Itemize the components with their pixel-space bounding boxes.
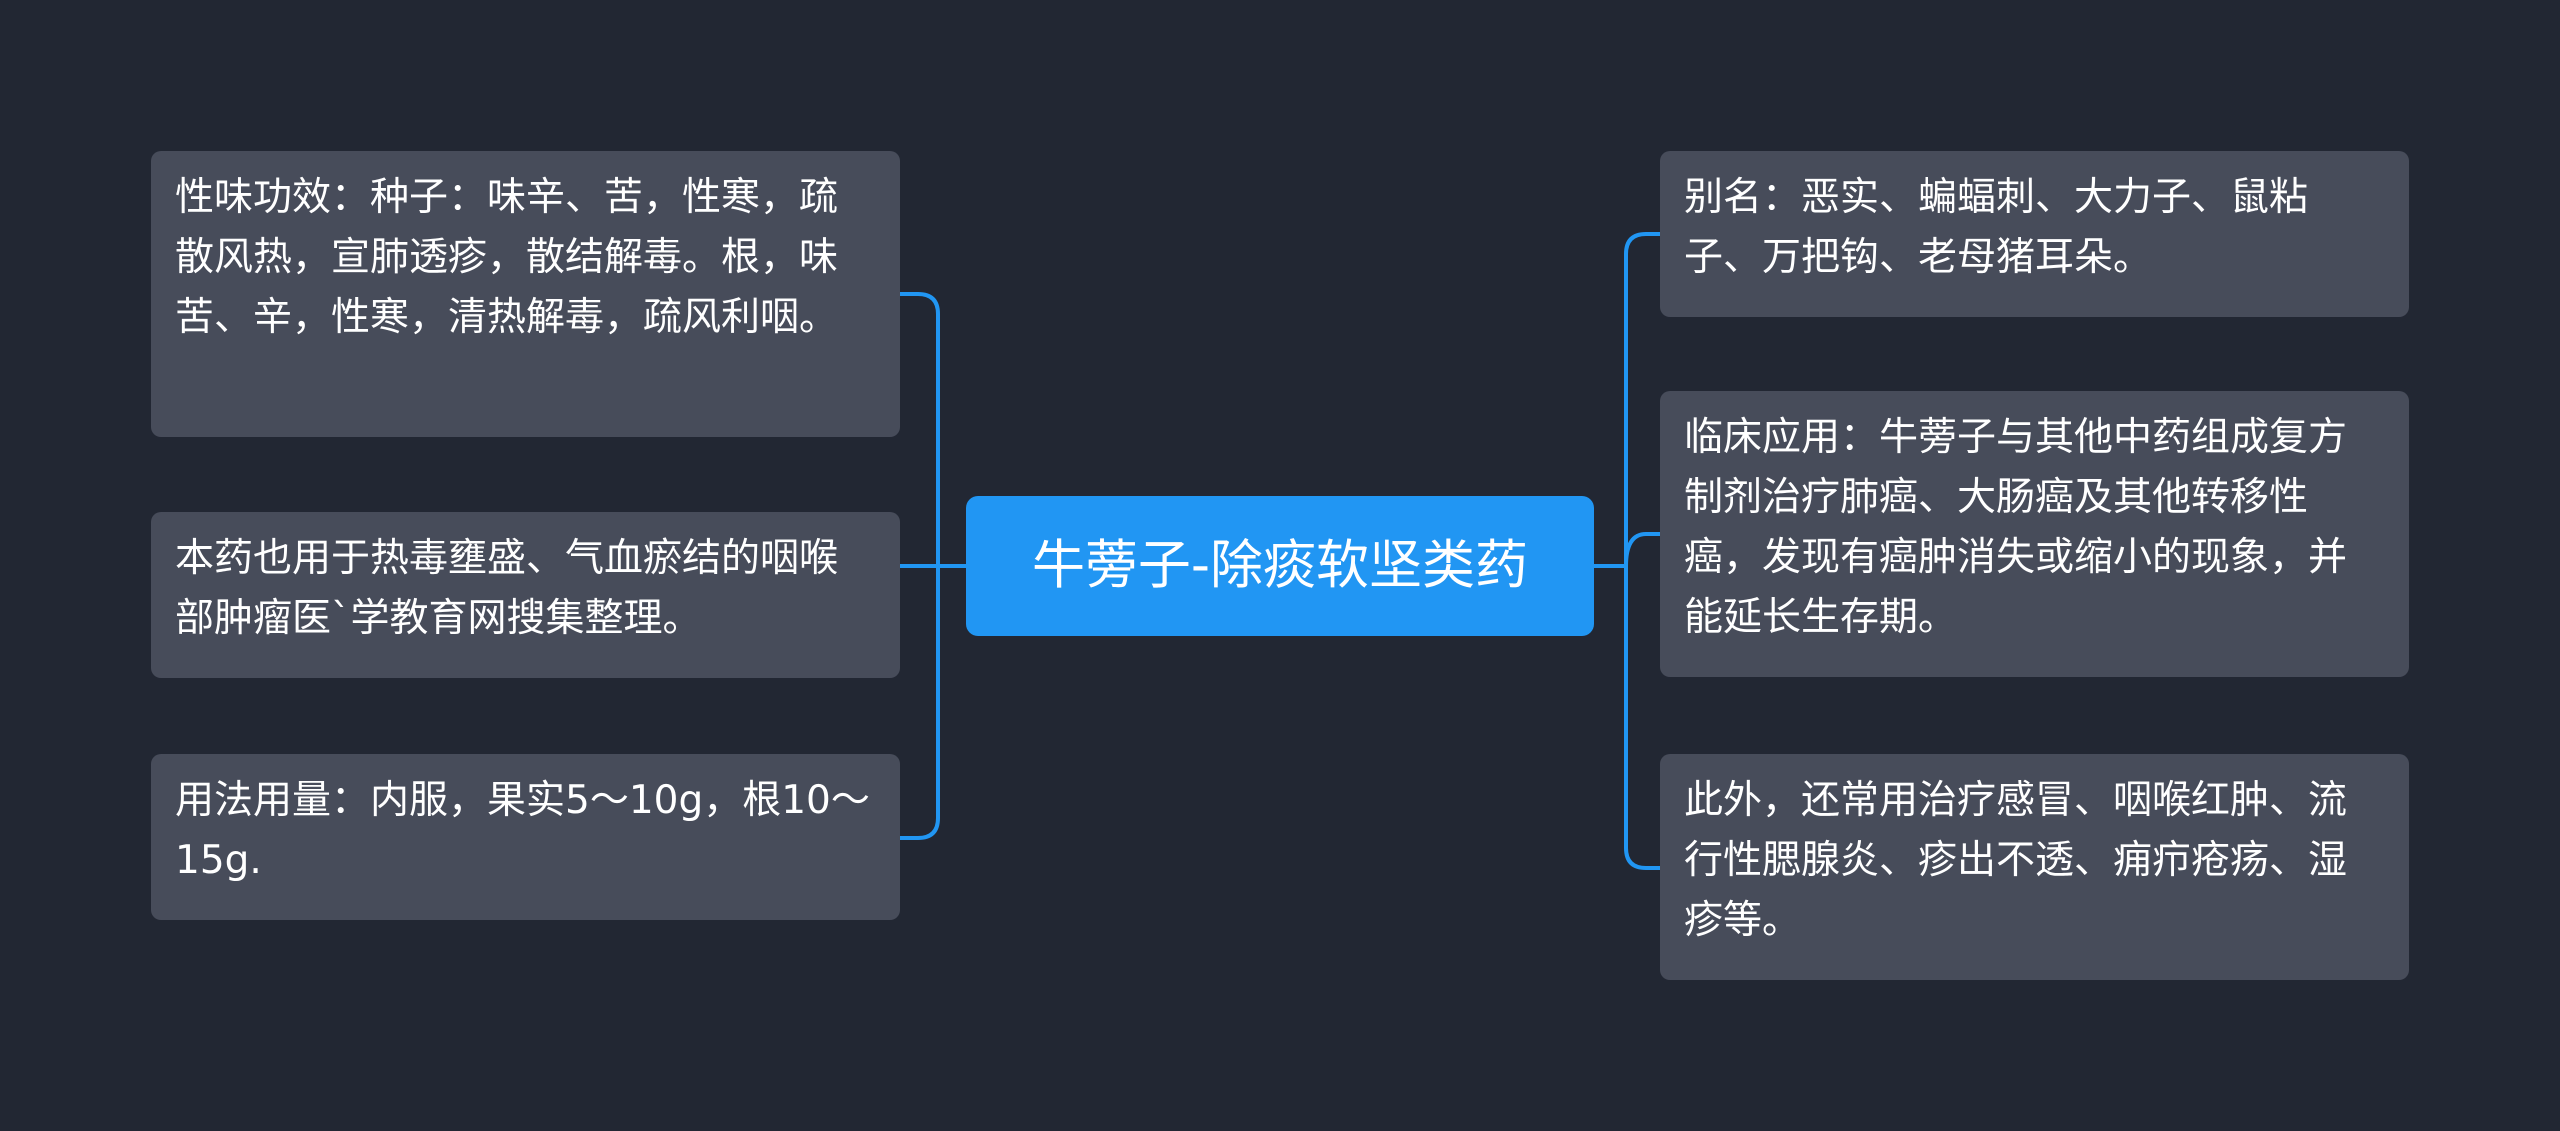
right-node-clinical-use[interactable]: 临床应用：牛蒡子与其他中药组成复方制剂治疗肺癌、大肠癌及其他转移性癌，发现有癌肿…: [1660, 391, 2409, 677]
left-node-properties[interactable]: 性味功效：种子：味辛、苦，性寒，疏散风热，宣肺透疹，散结解毒。根，味苦、辛，性寒…: [151, 151, 900, 437]
right-node-aliases[interactable]: 别名：恶实、蝙蝠刺、大力子、鼠粘子、万把钩、老母猪耳朵。: [1660, 151, 2409, 317]
right-node-other-uses[interactable]: 此外，还常用治疗感冒、咽喉红肿、流行性腮腺炎、疹出不透、痈疖疮疡、湿疹等。: [1660, 754, 2409, 980]
connector-right-3: [1624, 564, 1662, 870]
left-node-tumor-use[interactable]: 本药也用于热毒壅盛、气血瘀结的咽喉部肿瘤医`学教育网搜集整理。: [151, 512, 900, 678]
central-topic[interactable]: 牛蒡子-除痰软坚类药: [966, 496, 1594, 636]
connector-right-2: [1624, 532, 1662, 568]
left-node-dosage[interactable]: 用法用量：内服，果实5～10g，根10～15g.: [151, 754, 900, 920]
connector-left-1: [898, 292, 940, 568]
connector-left-3: [898, 564, 940, 840]
connector-right-1: [1624, 232, 1662, 568]
